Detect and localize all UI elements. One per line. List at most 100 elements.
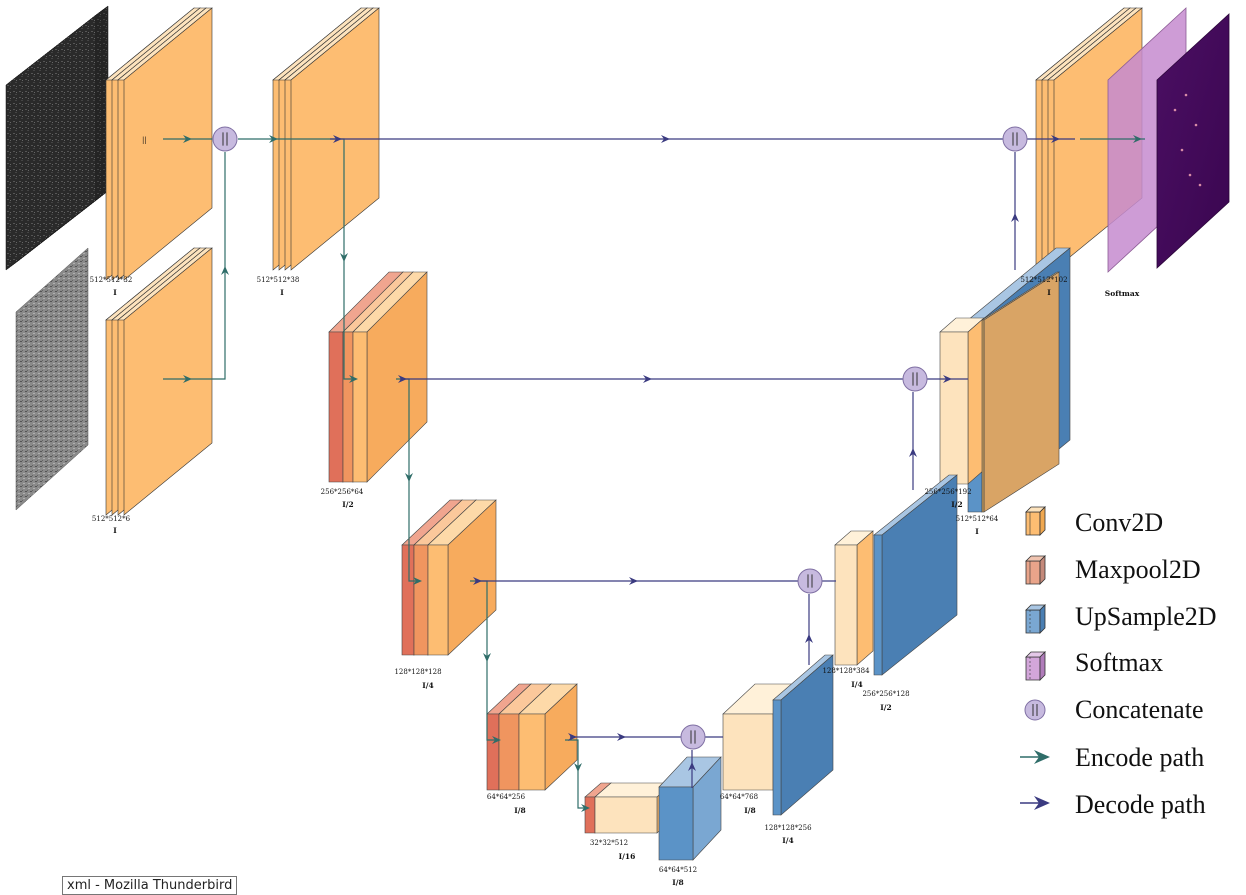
arrow-head — [617, 733, 626, 741]
conv-block-input32 — [105, 7, 213, 281]
conv-block-enc2b — [352, 271, 428, 483]
input-image-single — [15, 247, 89, 511]
shape-label: 512*512*102 — [1020, 276, 1067, 284]
scale-label: I/2 — [342, 500, 353, 509]
concat-circle-icon — [1024, 699, 1046, 721]
legend-label: Concatenate — [1075, 695, 1204, 724]
shape-label: 64*64*256 — [487, 793, 526, 801]
shape-label: 512*512*38 — [257, 276, 300, 284]
scale-label: I/8 — [514, 806, 525, 815]
shape-label: 512*512*64 — [956, 515, 999, 523]
shape-label: 128*128*256 — [764, 824, 812, 832]
arrow-head — [643, 375, 652, 383]
concatenate-nodes — [212, 126, 1028, 750]
shape-label: 256*256*128 — [862, 690, 909, 698]
legend-item-upsample2d: UpSample2D — [1025, 602, 1217, 634]
shape-label: 256*256*192 — [924, 488, 971, 496]
scale-label: I/2 — [951, 500, 962, 509]
arrow-head — [492, 736, 501, 744]
scale-label: I — [113, 288, 117, 297]
upsample-block-bottleneck — [658, 756, 722, 861]
scale-label: I/8 — [744, 806, 755, 815]
scale-label: I/8 — [672, 878, 683, 887]
shape-label: 512*512*6 — [92, 515, 131, 523]
arrow-head — [1051, 135, 1060, 143]
scale-label: I/4 — [422, 681, 433, 690]
legend-label: Softmax — [1075, 648, 1163, 677]
scale-label: I — [1047, 288, 1051, 297]
encode-arrow — [565, 739, 588, 809]
shape-label: 512*512*32 — [90, 276, 133, 284]
legend-item-maxpool2d: Maxpool2D — [1025, 555, 1201, 585]
arrows-group — [163, 135, 1145, 812]
maxpool-cube-icon — [1025, 555, 1046, 585]
scale-label: I/4 — [851, 680, 862, 689]
upsample-block-dec4 — [772, 654, 834, 816]
legend-item-conv2d: Conv2D — [1025, 506, 1163, 537]
arrow-head — [183, 135, 192, 143]
legend-item-decode-path: Decode path — [1020, 790, 1206, 819]
arrow-head — [483, 653, 491, 662]
arrow-head — [1133, 135, 1142, 143]
arrow-head — [629, 577, 638, 585]
input-image-stack — [5, 5, 109, 271]
upsample-cube-icon — [1025, 604, 1046, 634]
legend-label: Maxpool2D — [1075, 555, 1201, 584]
arrow-head — [349, 375, 358, 383]
arrow-head — [909, 448, 917, 457]
layers-group — [5, 5, 1230, 861]
legend-item-concatenate: Concatenate — [1024, 695, 1204, 724]
scale-label: I/4 — [782, 836, 793, 845]
arrow-head — [183, 375, 192, 383]
arrow-head — [269, 135, 278, 143]
scale-label: I/16 — [619, 852, 636, 861]
scale-label: I — [113, 526, 117, 535]
conv-block-enc4b — [518, 683, 578, 791]
concat-node-level3 — [797, 568, 823, 594]
arrow-head — [581, 804, 590, 812]
concat-node-level1 — [1002, 126, 1028, 152]
window-tooltip: xml - Mozilla Thunderbird — [62, 876, 238, 895]
conv-block-dec2 — [939, 317, 985, 485]
conv-cube-icon — [1025, 506, 1046, 536]
legend-item-softmax: Softmax — [1025, 648, 1163, 681]
arrow-head — [340, 253, 348, 262]
arrow-head — [413, 577, 422, 585]
concat-marker: || — [142, 136, 147, 144]
arrow-head — [574, 763, 582, 772]
arrow-head — [661, 135, 670, 143]
scale-label: I — [280, 288, 284, 297]
conv-block-dec2-overlay — [980, 271, 1061, 513]
arrow-head — [398, 375, 407, 383]
softmax-cube-icon — [1025, 651, 1046, 681]
legend-label: Decode path — [1075, 790, 1206, 819]
arrow-head — [805, 634, 813, 643]
arrow-head — [333, 135, 342, 143]
scale-label: I/2 — [880, 703, 891, 712]
shape-labels: ||512*512*32I512*512*6I512*512*38I256*25… — [90, 136, 1140, 887]
legend-item-encode-path: Encode path — [1020, 743, 1204, 772]
legend-label: UpSample2D — [1075, 602, 1217, 631]
conv-block-input6 — [105, 247, 213, 516]
legend-label: Encode path — [1075, 743, 1204, 772]
conv-block-dec3 — [834, 530, 874, 666]
shape-label: 128*128*128 — [394, 668, 441, 676]
arrow-head — [473, 577, 482, 585]
shape-label: 128*128*384 — [822, 667, 870, 675]
shape-label: 64*64*768 — [720, 793, 758, 801]
legend-label: Conv2D — [1075, 508, 1163, 537]
arrow-head — [1011, 213, 1019, 222]
encode-arrow-icon — [1020, 750, 1050, 764]
output-segmentation-map — [1156, 13, 1230, 269]
arrow-head — [688, 762, 696, 771]
scale-label: I — [975, 527, 979, 536]
shape-label: 256*256*64 — [321, 488, 364, 496]
concat-node-level4 — [680, 724, 706, 750]
shape-label: 64*64*512 — [659, 866, 697, 874]
softmax-label: Softmax — [1105, 289, 1140, 298]
arrow-head — [568, 733, 577, 741]
legend: Conv2D Maxpool2D UpSample2D — [1020, 506, 1217, 819]
encode-arrow — [163, 152, 226, 380]
arrow-head — [405, 473, 413, 482]
